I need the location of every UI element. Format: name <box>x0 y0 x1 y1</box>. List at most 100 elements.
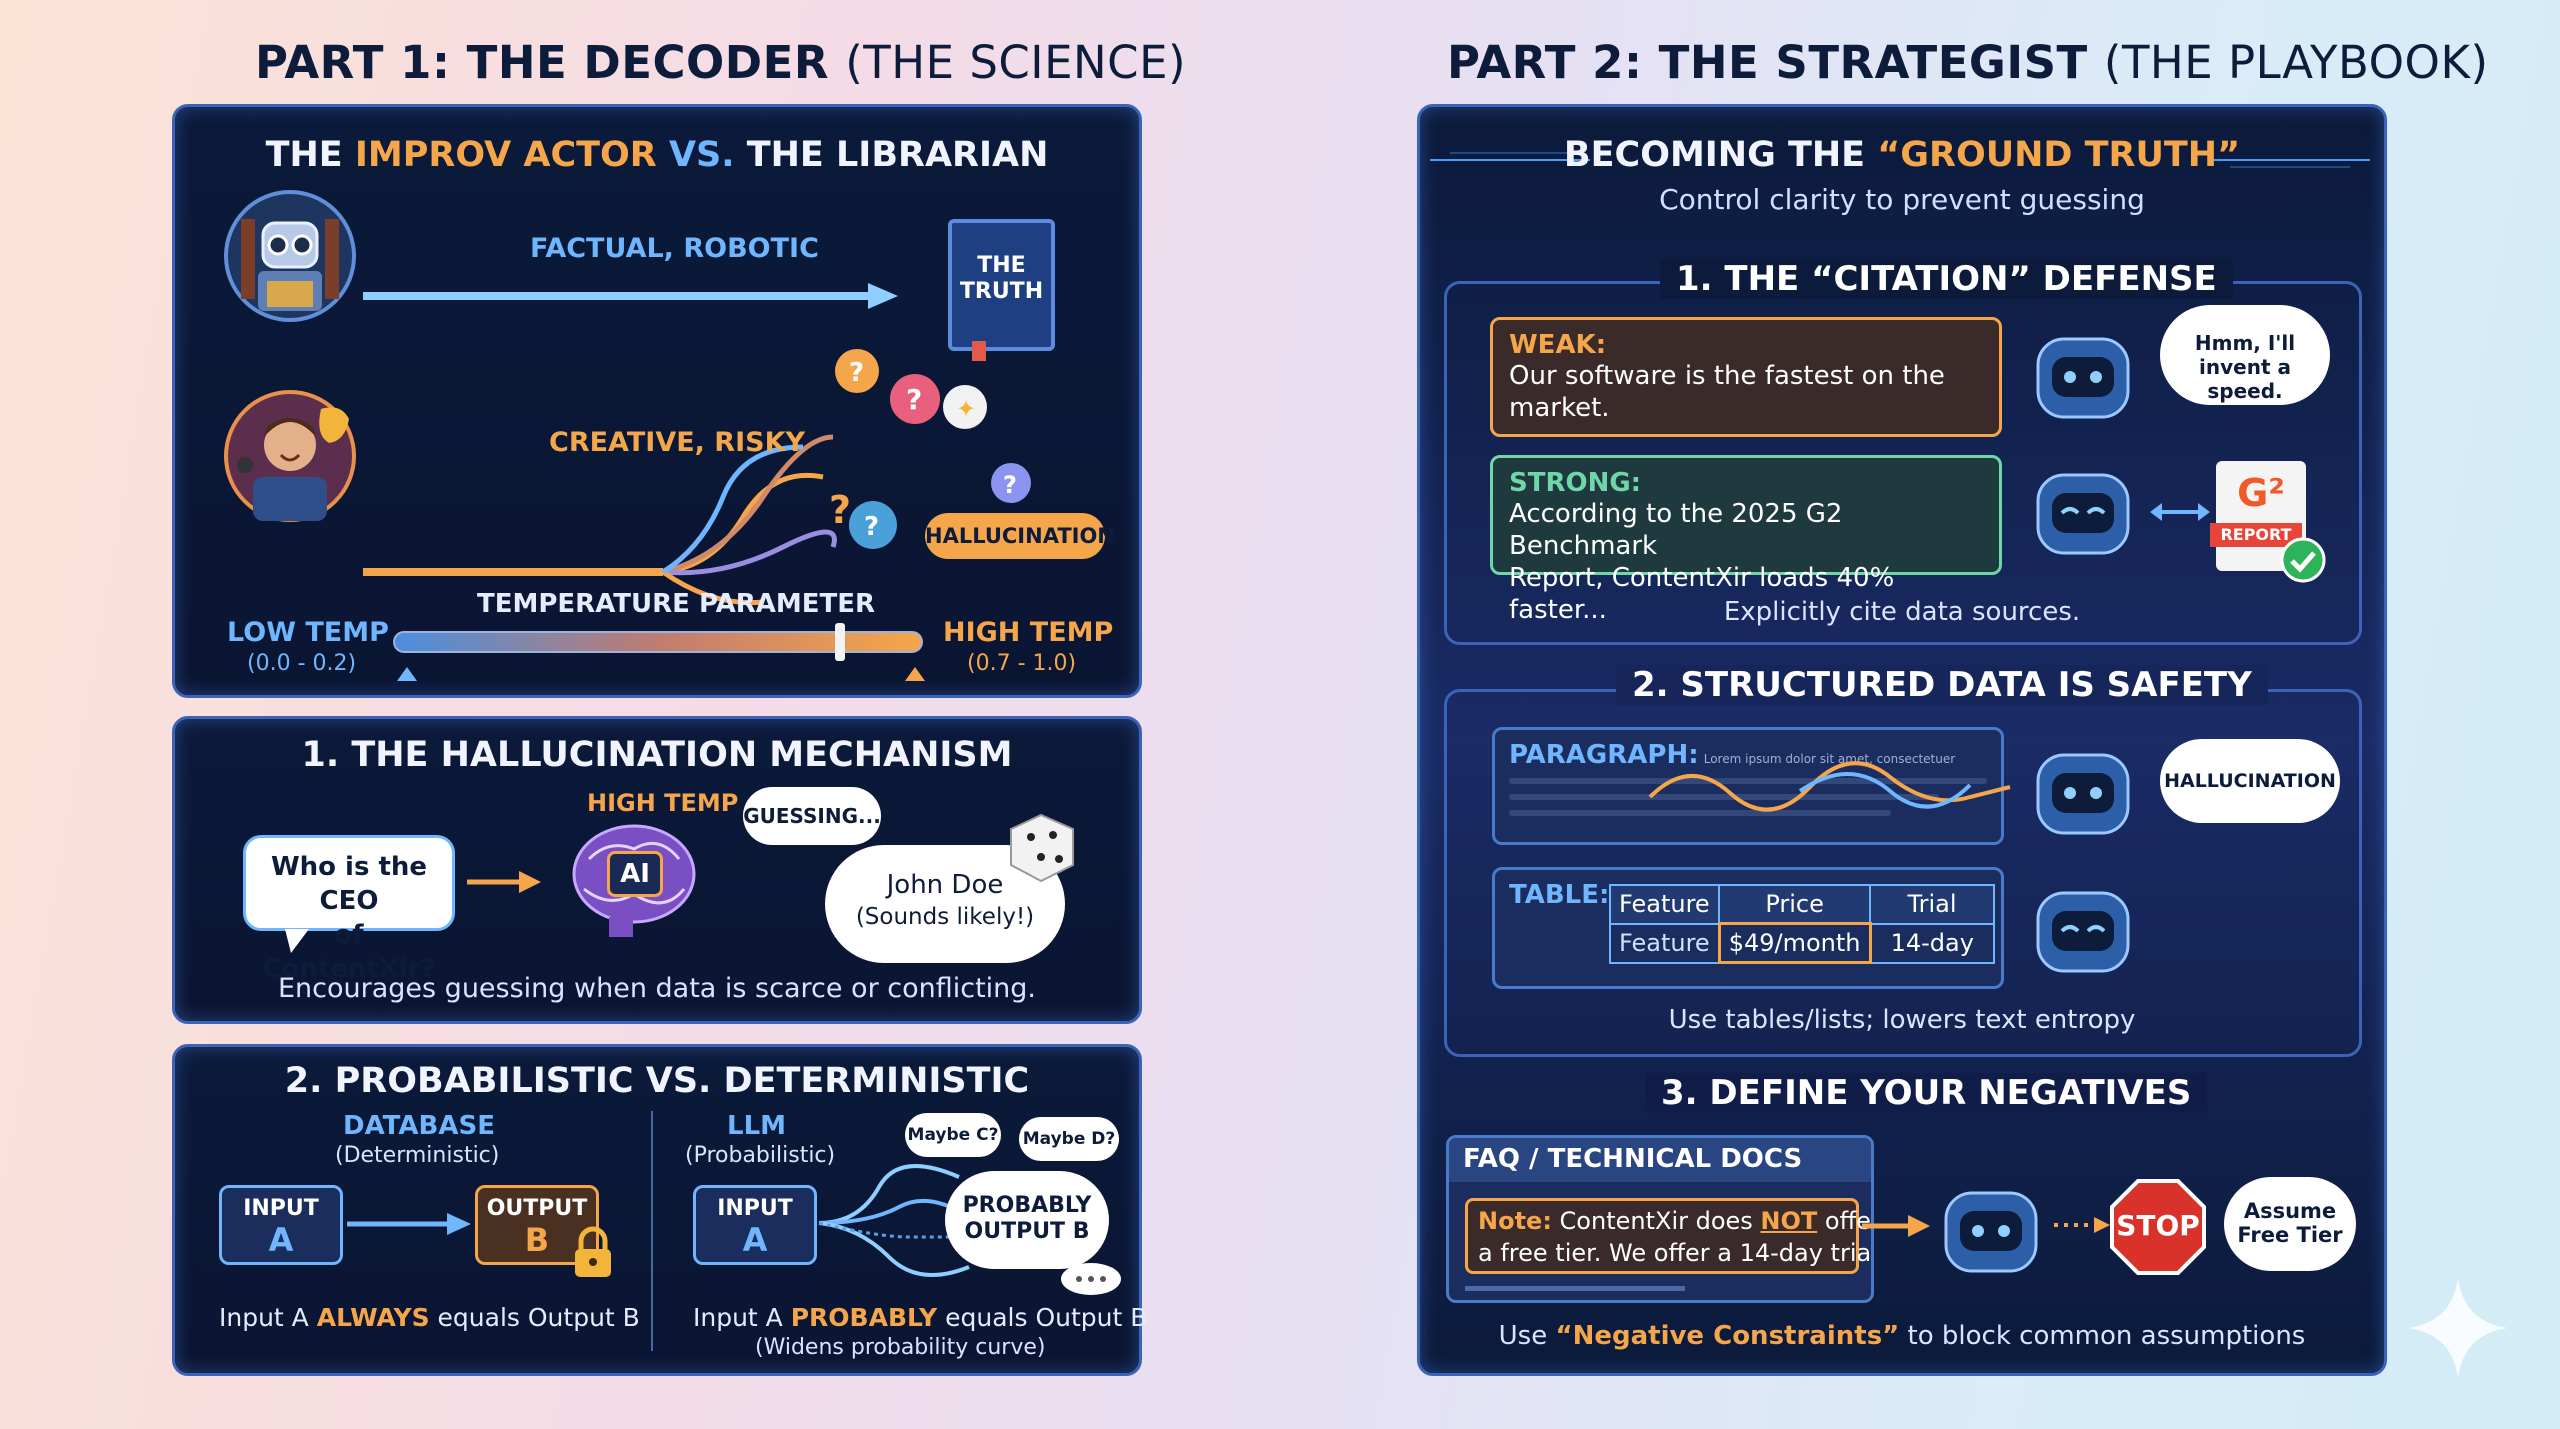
paragraph-box: PARAGRAPH: Lorem ipsum dolor sit amet, c… <box>1492 727 2004 845</box>
robot-paragraph-icon <box>2036 753 2130 835</box>
svg-text:?: ? <box>864 512 879 542</box>
part1-heading-light: (THE SCIENCE) <box>845 36 1187 89</box>
structured-title: 2. STRUCTURED DATA IS SAFETY <box>1616 665 2268 705</box>
weak-text-1: Our software is the fastest on the <box>1509 361 1945 391</box>
low-temp-range: (0.0 - 0.2) <box>247 651 357 676</box>
temperature-slider[interactable] <box>393 631 923 653</box>
faq-docs-box: FAQ / TECHNICAL DOCS Note: ContentXir do… <box>1446 1135 1874 1303</box>
creative-arrows <box>363 434 837 606</box>
table-box: TABLE: Feature Price Trial Feature $49/m… <box>1492 867 2004 989</box>
filler-line <box>1465 1286 1685 1291</box>
filler-line <box>1509 794 1940 800</box>
assume-line-1: Assume <box>2243 1199 2337 1223</box>
robot-table-icon <box>2036 891 2130 973</box>
slider-markers <box>397 667 925 681</box>
book-line-1: THE <box>977 253 1026 278</box>
structured-caption: Use tables/lists; lowers text entropy <box>1668 1005 2136 1035</box>
svg-text:✦: ✦ <box>956 395 976 423</box>
llm-input-label: INPUT <box>717 1196 793 1221</box>
robot-librarian-avatar <box>224 190 356 322</box>
note-text-b: offer <box>1824 1207 1871 1235</box>
part2-heading-light: (THE PLAYBOOK) <box>2103 36 2489 89</box>
db-input-box: INPUT A <box>219 1185 343 1265</box>
part1-heading: PART 1: THE DECODER (THE SCIENCE) <box>255 36 1186 89</box>
title-part-a: THE <box>265 135 355 175</box>
strong-claim-box: STRONG: According to the 2025 G2 Benchma… <box>1490 455 2002 625</box>
mechanism-caption: Encourages guessing when data is scarce … <box>277 973 1037 1004</box>
llm-label: LLM <box>727 1111 787 1141</box>
mechanism-high-temp: HIGH TEMP <box>587 789 739 817</box>
ground-truth-title-b: “GROUND TRUTH” <box>1877 135 2241 175</box>
db-input-value: A <box>268 1221 294 1259</box>
table-cell: 14-day <box>1869 922 1995 964</box>
hallucination-mechanism-panel: 1. THE HALLUCINATION MECHANISM Who is th… <box>172 716 1142 1024</box>
llm-input-box: INPUT A <box>693 1185 817 1265</box>
database-sub: (Deterministic) <box>335 1143 500 1168</box>
db-input-label: INPUT <box>243 1196 319 1221</box>
table-header-cell: Price <box>1718 884 1871 925</box>
llm-caption-a: Input A <box>693 1303 791 1332</box>
dice-icon <box>1010 813 1074 883</box>
table-label: TABLE: <box>1509 880 1610 910</box>
invent-speed-bubble: Hmm, I'll invent a speed. <box>2160 305 2330 405</box>
assume-line-2: Free Tier <box>2237 1223 2343 1247</box>
svg-text:?: ? <box>906 383 922 416</box>
question-bubbles: ? ? ✦ ? ? ? <box>829 349 1031 549</box>
table-header-cell: Trial <box>1869 884 1995 925</box>
question-to-brain-arrow <box>467 871 541 893</box>
book-title: THE TRUTH <box>952 253 1051 305</box>
report-label: REPORT <box>2210 523 2302 547</box>
probably-output-cloud: PROBABLY OUTPUT B <box>945 1171 1109 1269</box>
weak-bubble-1: Hmm, I'll <box>2194 331 2296 355</box>
check-icon <box>2280 537 2326 583</box>
negatives-title: 3. DEFINE YOUR NEGATIVES <box>1645 1073 2208 1113</box>
hallucination-pill: HALLUCINATION <box>925 513 1115 559</box>
book-line-2: TRUTH <box>959 279 1044 304</box>
db-output-value: B <box>524 1221 550 1259</box>
part2-heading: PART 2: THE STRATEGIST (THE PLAYBOOK) <box>1447 36 2489 89</box>
pricing-table: Feature Price Trial Feature $49/month 14… <box>1608 884 1995 964</box>
robot-strong-icon <box>2036 473 2130 555</box>
strong-text-2: Report, ContentXir loads 40% faster... <box>1509 563 1895 625</box>
actor-vs-librarian-panel: THE IMPROV ACTOR VS. THE LIBRARIAN FACTU… <box>172 104 1142 698</box>
high-temp-label: HIGH TEMP <box>943 617 1114 648</box>
negatives-caption-c: to block common assumptions <box>1899 1321 2306 1351</box>
llm-caption-sub: (Widens probability curve) <box>755 1335 1046 1360</box>
table-row: Feature $49/month 14-day <box>1608 922 1995 964</box>
temp-param-label: TEMPERATURE PARAMETER <box>477 589 876 619</box>
bookmark-ribbon <box>972 341 986 361</box>
table-cell-price: $49/month <box>1717 922 1872 964</box>
db-caption-a: Input A <box>219 1303 317 1332</box>
robot-weak-icon <box>2036 337 2130 419</box>
paragraph-filler: Lorem ipsum dolor sit amet, consectetuer <box>1703 752 1956 766</box>
filler-line <box>1509 778 1987 784</box>
stop-label: STOP <box>2116 1209 2200 1242</box>
part2-heading-bold: PART 2: THE STRATEGIST <box>1447 36 2088 89</box>
robot-negatives-icon <box>1944 1191 2038 1273</box>
temperature-slider-thumb[interactable] <box>835 623 845 661</box>
question-line-2: of ContentXir? <box>262 920 436 984</box>
double-arrow-icon <box>2150 503 2210 521</box>
db-output-label: OUTPUT <box>486 1196 588 1221</box>
strong-label: STRONG: <box>1509 468 1642 498</box>
dotted-arrow <box>2054 1217 2110 1233</box>
stop-sign-icon <box>2110 1179 2206 1275</box>
db-caption-b: ALWAYS <box>316 1303 430 1332</box>
db-arrow <box>347 1213 471 1235</box>
strong-text-1: According to the 2025 G2 Benchmark <box>1509 499 1843 561</box>
question-line-1: Who is the CEO <box>270 852 428 916</box>
paragraph-label: PARAGRAPH: <box>1509 740 1699 770</box>
actor-panel-title: THE IMPROV ACTOR VS. THE LIBRARIAN <box>175 135 1139 175</box>
negatives-caption-a: Use <box>1498 1321 1556 1351</box>
ground-truth-title-a: BECOMING THE <box>1563 135 1878 175</box>
weak-label: WEAK: <box>1509 330 1607 360</box>
svg-text:?: ? <box>1003 471 1017 499</box>
entropy-wave <box>1648 761 2011 812</box>
llm-caption-c: equals Output B <box>937 1303 1148 1332</box>
note-box: Note: ContentXir does NOT offer a free t… <box>1465 1198 1871 1274</box>
guessing-bubble: GUESSING... <box>743 787 881 845</box>
note-text-a: ContentXir does <box>1551 1207 1761 1235</box>
note-label: Note: <box>1478 1207 1552 1235</box>
db-caption: Input A ALWAYS equals Output B <box>219 1303 640 1332</box>
table-header-cell: Feature <box>1608 884 1721 925</box>
